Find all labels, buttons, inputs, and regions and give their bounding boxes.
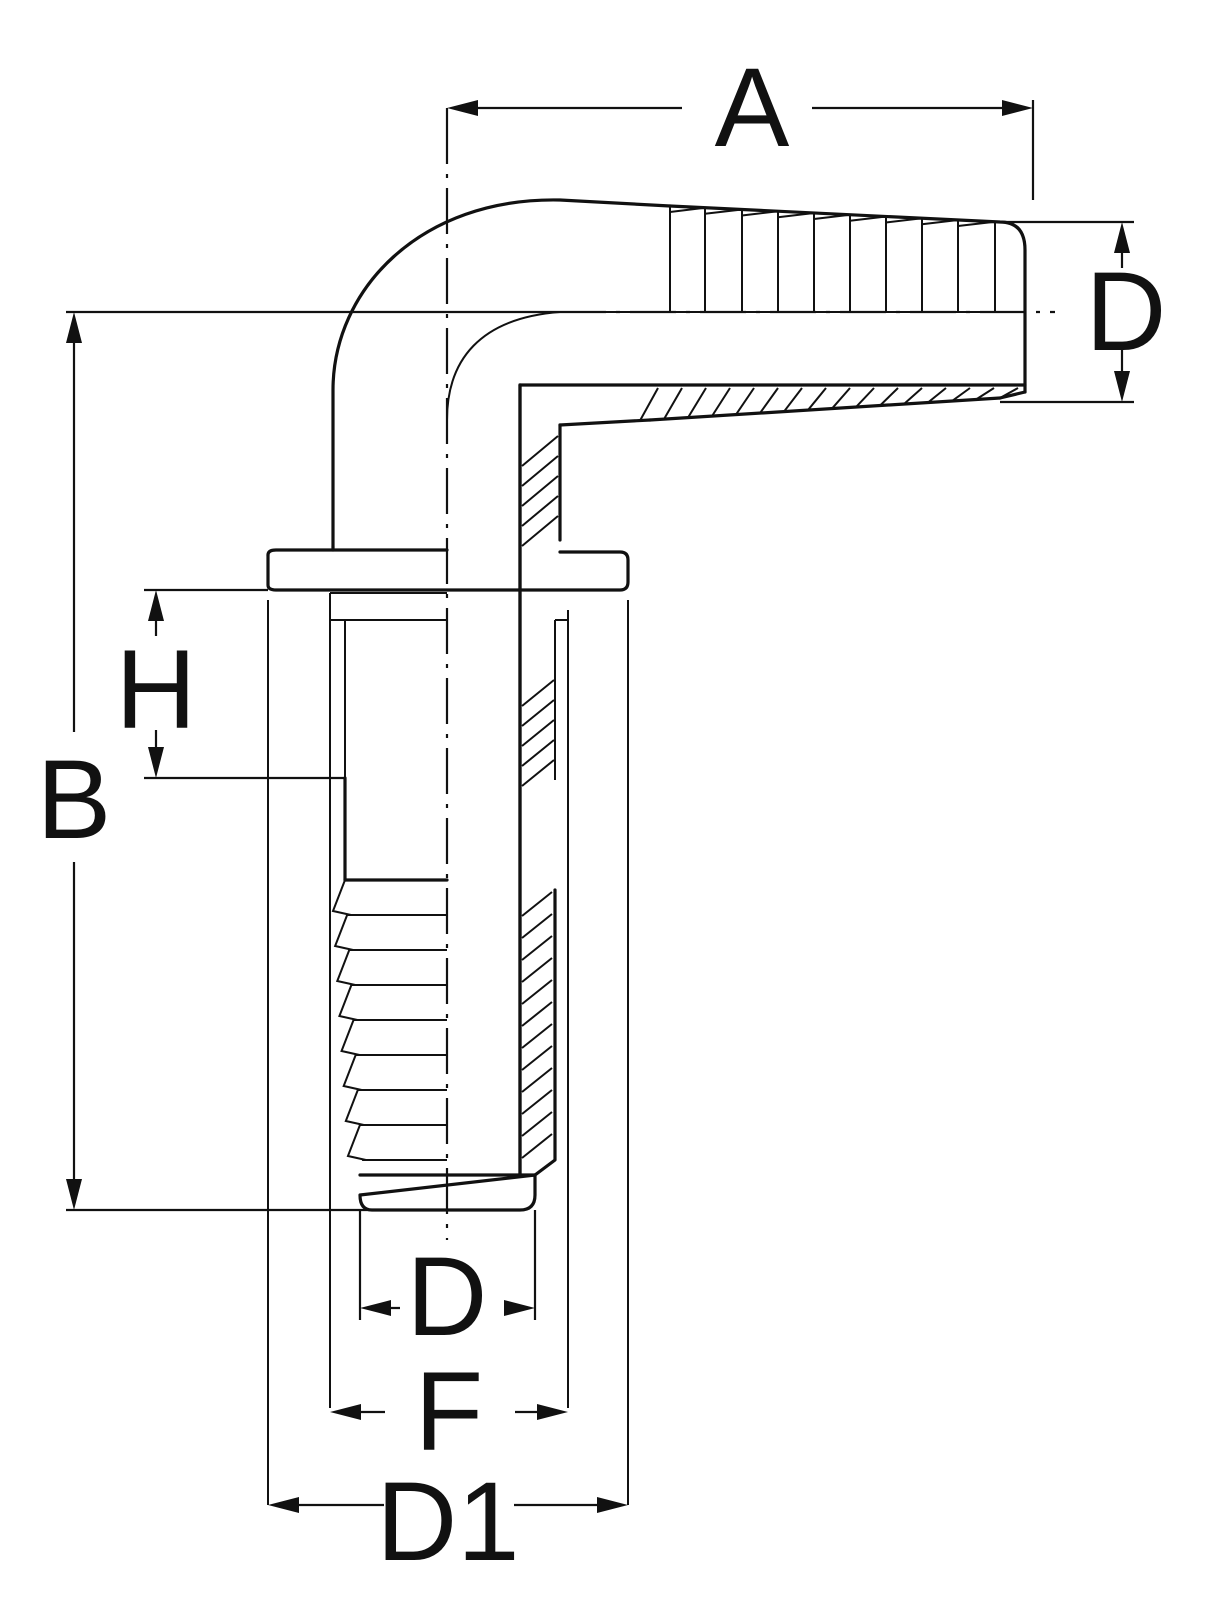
label-A: A [715, 45, 790, 170]
hatch-line [903, 387, 923, 405]
label-D-bottom: D [407, 1234, 488, 1359]
hatch-line [521, 935, 553, 961]
vertical-barbs [331, 879, 447, 1161]
hatch-line [521, 957, 553, 983]
hatch-line [999, 387, 1019, 399]
barb-face [344, 1089, 365, 1126]
hatch-line [951, 387, 971, 402]
label-F: F [415, 1349, 483, 1474]
label-H: H [116, 627, 197, 752]
barb-face [338, 984, 358, 1021]
hatch-line [831, 387, 851, 410]
hatch-line [975, 387, 995, 401]
label-B: B [37, 737, 112, 862]
barb-face [335, 949, 356, 986]
hatch-line [759, 387, 779, 414]
barb-face [777, 211, 815, 219]
hatch-line [521, 515, 559, 547]
barb-face [333, 914, 354, 951]
hatch-line [927, 387, 947, 404]
hatch-line [521, 1045, 553, 1071]
hatch-line [711, 387, 731, 417]
hatch-line [639, 387, 659, 422]
hatch-line [521, 1133, 553, 1159]
barb-face [340, 1019, 360, 1056]
dimension-F: F [330, 1349, 568, 1474]
hatch-line [521, 739, 555, 767]
hatch-line [521, 455, 559, 487]
hatch-line [521, 891, 553, 917]
hatch-line [807, 387, 827, 411]
hatch-line [521, 1001, 553, 1027]
dimension-D1: D1 [268, 1459, 628, 1584]
hatch-line [521, 719, 555, 747]
horizontal-barbs [669, 206, 996, 312]
hatch-line [663, 387, 683, 420]
dimension-H: H [116, 588, 345, 780]
label-D1: D1 [376, 1459, 519, 1584]
hatch-line [521, 495, 559, 527]
hatch-line [521, 979, 553, 1005]
hatch-line [855, 387, 875, 408]
hatch-line [521, 1089, 553, 1115]
label-D-top: D [1086, 249, 1167, 374]
barb-face [346, 1124, 367, 1161]
hatch-line [783, 387, 803, 413]
hatch-line [521, 913, 553, 939]
barb-face [921, 218, 959, 226]
hatch-line [521, 475, 559, 507]
hatch-line [735, 387, 755, 416]
dimension-B: B [37, 310, 560, 1212]
barb-face [885, 217, 923, 224]
hatch-line [521, 759, 555, 787]
hatch-line [521, 679, 555, 707]
dimension-D-top: D [1000, 220, 1167, 404]
barb-face [331, 879, 352, 916]
dimension-D-bottom: D [358, 1210, 537, 1359]
barb-face [342, 1054, 362, 1091]
center-lines [445, 118, 1055, 1240]
barb-face [849, 215, 887, 222]
barb-face [704, 208, 743, 215]
section-hatching [521, 387, 1019, 1159]
dimension-A: A [445, 45, 1035, 200]
hatch-line [879, 387, 899, 407]
hatch-line [521, 1111, 553, 1137]
hatch-line [521, 699, 555, 727]
hatch-line [521, 435, 559, 467]
hatch-line [687, 387, 707, 419]
barb-face [813, 213, 851, 220]
barb-face [741, 210, 779, 217]
hatch-line [521, 1023, 553, 1049]
hatch-line [521, 1067, 553, 1093]
barb-face [669, 206, 706, 213]
barb-face [957, 220, 996, 227]
